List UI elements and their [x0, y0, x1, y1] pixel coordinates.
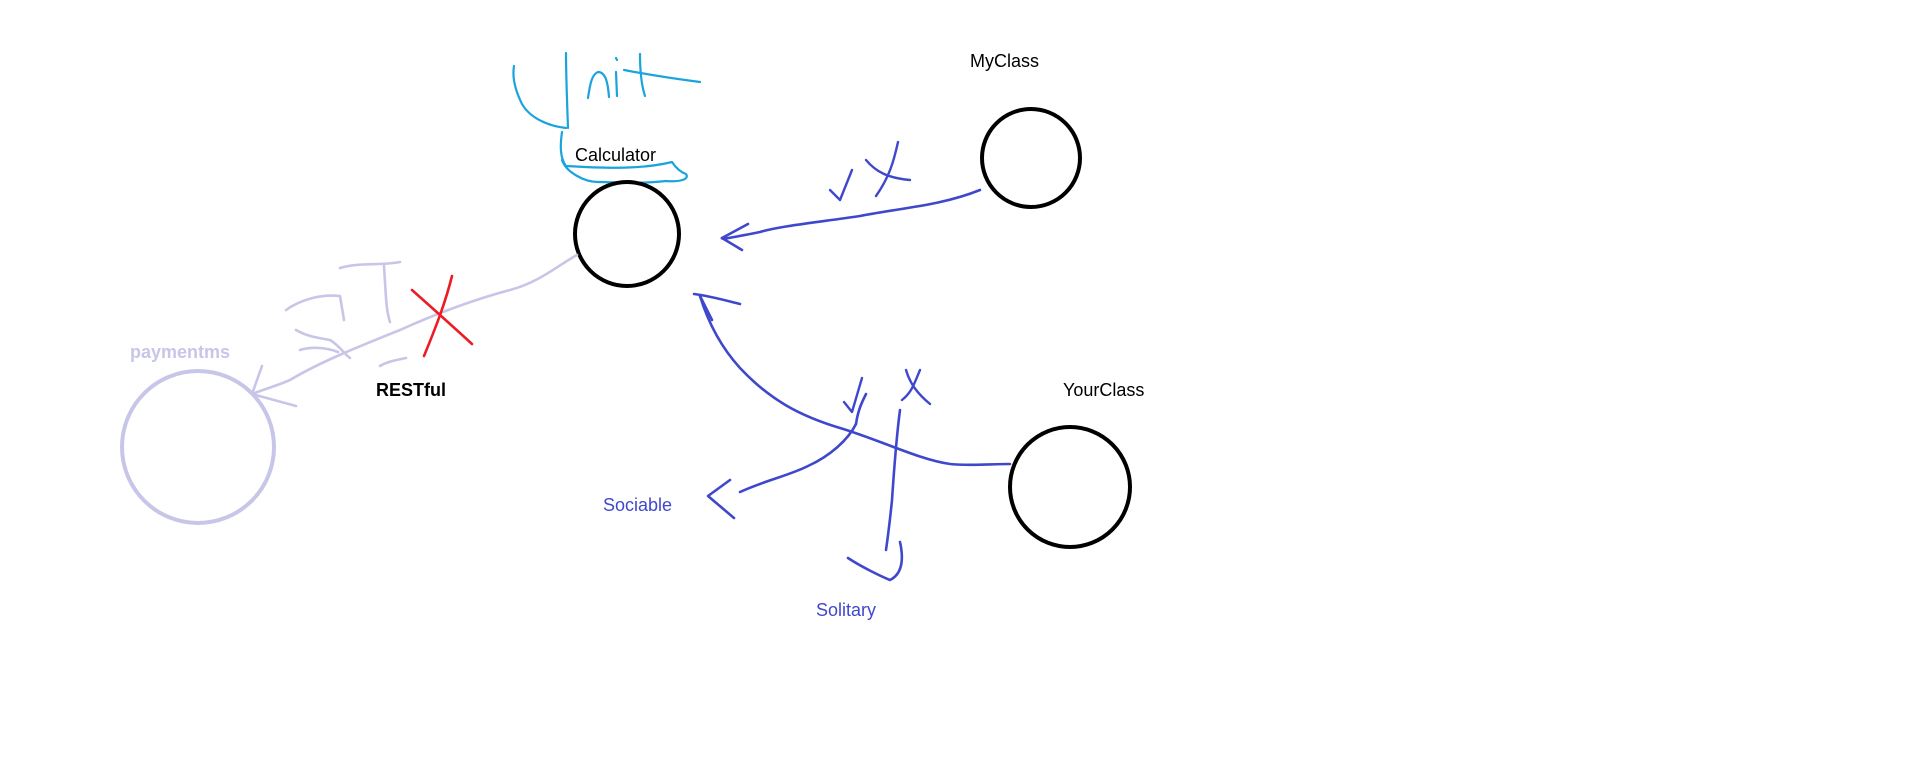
sociable-label: Sociable: [603, 495, 673, 515]
yourclass-check-x-mark: [842, 368, 932, 414]
paymentms-node: [120, 369, 276, 525]
red-x-mark: [410, 274, 474, 358]
unit-handwriting: [512, 51, 702, 130]
yourclass-label: YourClass: [1063, 380, 1145, 400]
myclass-label: MyClass: [970, 51, 1040, 71]
calculator-label: Calculator: [575, 145, 657, 165]
solitary-label: Solitary: [816, 600, 877, 620]
yourclass-to-calculator-arrow: [692, 292, 1012, 467]
calculator-node: [573, 180, 681, 288]
yourclass-node: [1008, 425, 1132, 549]
solitary-arrow: [846, 408, 904, 582]
unit-cloud-outline: [559, 130, 688, 184]
restful-connection: [250, 253, 579, 408]
myclass-check-x-mark: [828, 140, 912, 202]
restful-label: RESTful: [376, 380, 446, 400]
sociable-arrow: [706, 392, 868, 520]
paymentms-label: paymentms: [130, 342, 231, 362]
myclass-to-calculator-arrow: [720, 188, 982, 252]
myclass-node: [980, 107, 1082, 209]
